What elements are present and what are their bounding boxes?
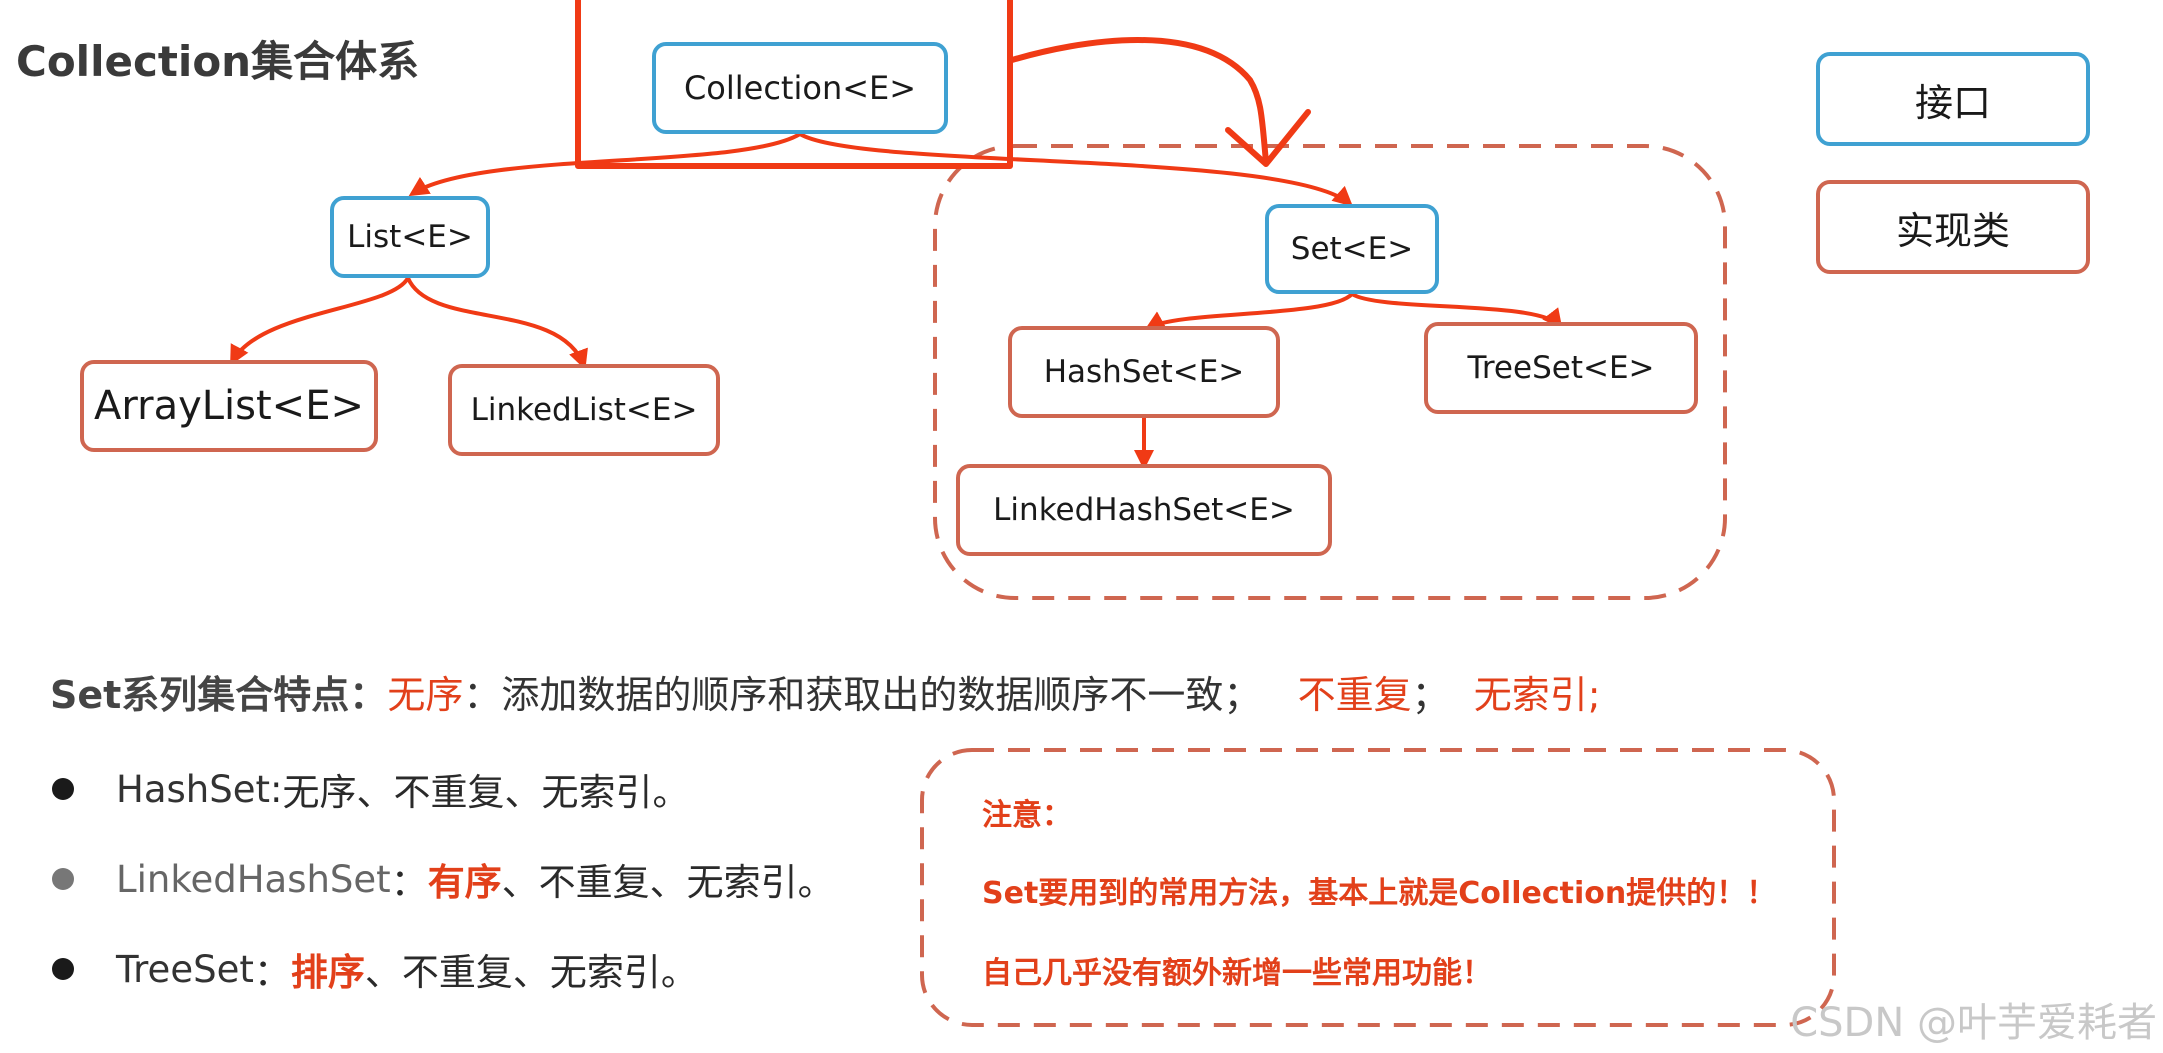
note-line-2: 自己几乎没有额外新增一些常用功能！ bbox=[982, 956, 1492, 991]
edge-collection-list bbox=[408, 132, 802, 197]
bullet-dot-icon bbox=[52, 778, 74, 800]
note-line-1: Set要用到的常用方法，基本上就是Collection提供的！！ bbox=[982, 876, 1777, 911]
legend-interface-label: 接口 bbox=[1914, 80, 1991, 125]
bullet-name: LinkedHashSet bbox=[116, 857, 391, 901]
feature-no-duplicates: 不重复 bbox=[1297, 673, 1412, 717]
node-set-label: Set<E> bbox=[1290, 231, 1414, 267]
bullet-name: HashSet bbox=[116, 767, 270, 811]
node-linkedhashset-label: LinkedHashSet<E> bbox=[993, 492, 1295, 528]
node-treeset-label: TreeSet<E> bbox=[1467, 350, 1655, 386]
bullet-rest: 无序、不重复、无索引。 bbox=[282, 771, 690, 814]
node-hashset-label: HashSet<E> bbox=[1043, 354, 1245, 390]
edge-collection-set bbox=[798, 132, 1353, 207]
bullet-rest: 、不重复、无索引。 bbox=[364, 951, 698, 994]
legend-interface: 接口 bbox=[1816, 52, 2090, 146]
note-title: 注意： bbox=[982, 798, 1072, 833]
feature-no-index: 无索引; bbox=[1473, 673, 1601, 717]
set-features-line: Set系列集合特点：无序：添加数据的顺序和获取出的数据顺序不一致； 不重复； 无… bbox=[50, 664, 1601, 719]
node-linkedhashset: LinkedHashSet<E> bbox=[956, 464, 1332, 556]
node-arraylist: ArrayList<E> bbox=[80, 360, 378, 452]
node-list-label: List<E> bbox=[347, 219, 473, 255]
annotation-curved-arrow bbox=[1009, 37, 1269, 165]
bullet-separator: ： bbox=[253, 951, 291, 994]
bullet-highlight: 有序 bbox=[427, 861, 502, 904]
node-treeset: TreeSet<E> bbox=[1424, 322, 1698, 414]
bullet-treeset: TreeSet：排序、不重复、无索引。 bbox=[52, 942, 698, 996]
bullet-separator: ： bbox=[390, 861, 428, 904]
feature-separator: ； bbox=[1411, 673, 1450, 717]
annotation-highlight-box bbox=[575, 0, 1013, 169]
edge-list-arraylist bbox=[230, 276, 410, 366]
node-collection-label: Collection<E> bbox=[683, 69, 917, 107]
features-heading: Set系列集合特点： bbox=[50, 673, 388, 717]
feature-unordered-desc: ：添加数据的顺序和获取出的数据顺序不一致； bbox=[463, 673, 1262, 717]
feature-unordered: 无序 bbox=[387, 673, 464, 717]
node-hashset: HashSet<E> bbox=[1008, 326, 1280, 418]
edge-list-linkedlist bbox=[406, 277, 588, 370]
node-set: Set<E> bbox=[1265, 204, 1439, 294]
watermark: CSDN @叶芋爱耗者 bbox=[1790, 1000, 2157, 1046]
node-arraylist-label: ArrayList<E> bbox=[94, 383, 364, 429]
bullet-highlight: 排序 bbox=[290, 951, 365, 994]
set-group-dashed-frame bbox=[933, 144, 1727, 600]
annotation-arrowhead bbox=[1225, 109, 1311, 167]
bullet-dot-icon bbox=[52, 868, 74, 890]
node-linkedlist-label: LinkedList<E> bbox=[470, 392, 698, 428]
legend-implementation: 实现类 bbox=[1816, 180, 2090, 274]
node-list: List<E> bbox=[330, 196, 490, 278]
bullet-separator: : bbox=[269, 767, 283, 811]
bullet-dot-icon bbox=[52, 958, 74, 980]
node-linkedlist: LinkedList<E> bbox=[448, 364, 720, 456]
bullet-name: TreeSet bbox=[116, 947, 254, 991]
bullet-rest: 、不重复、无索引。 bbox=[501, 861, 835, 904]
node-collection: Collection<E> bbox=[652, 42, 948, 134]
bullet-hashset: HashSet : 无序、不重复、无索引。 bbox=[52, 762, 689, 816]
legend-implementation-label: 实现类 bbox=[1895, 208, 2010, 253]
edge-set-treeset bbox=[1350, 292, 1563, 330]
page-title: Collection集合体系 bbox=[16, 37, 420, 86]
note-dashed-frame bbox=[920, 748, 1836, 1027]
edge-set-hashset bbox=[1144, 292, 1354, 330]
bullet-linkedhashset: LinkedHashSet：有序、不重复、无索引。 bbox=[52, 852, 835, 906]
